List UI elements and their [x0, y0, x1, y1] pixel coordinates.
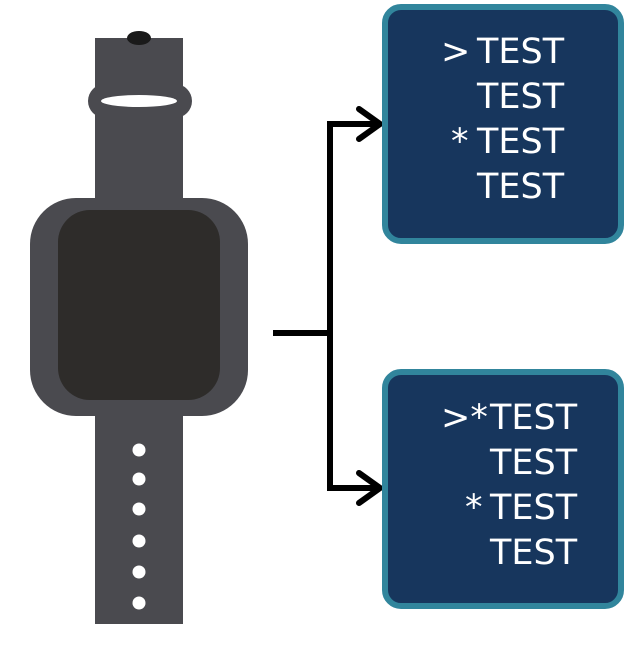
menu-panel-1-box [382, 4, 624, 244]
watch-strap-clasp [127, 31, 151, 45]
menu-2-line-3-label: TEST [489, 488, 578, 528]
strap-hole [132, 534, 146, 548]
watch-strap-keeper-hole [101, 95, 177, 107]
strap-hole [132, 443, 146, 457]
menu-1-line-1-label: TEST [476, 32, 565, 72]
strap-hole [132, 502, 146, 516]
menu-1-line-2-label: TEST [476, 77, 565, 117]
connector [273, 121, 378, 491]
strap-hole [132, 596, 146, 610]
menu-2-line-3-marker: * [465, 488, 483, 528]
menu-2-line-4-label: TEST [489, 533, 578, 573]
strap-hole [132, 565, 146, 579]
menu-2-line-2-label: TEST [489, 443, 578, 483]
watch-screen [58, 210, 220, 400]
arrow-head-top [356, 106, 383, 142]
menu-1-line-4-label: TEST [476, 167, 565, 207]
arrow-right-icon [356, 470, 383, 506]
menu-2-line-1-label: TEST [489, 398, 578, 438]
menu-panel-1: > TEST TEST * TEST TEST [382, 4, 624, 244]
menu-panel-2-box [382, 369, 624, 609]
watch-top-strap [95, 38, 183, 210]
arrow-right-icon [356, 106, 383, 142]
menu-1-line-3-marker: * [451, 122, 469, 162]
arrow-head-bottom [356, 470, 383, 506]
menu-1-line-3-label: TEST [476, 122, 565, 162]
smartwatch-icon [30, 31, 248, 624]
menu-2-line-1-marker: >* [441, 398, 488, 438]
menu-1-line-1-marker: > [441, 32, 470, 72]
strap-hole [132, 472, 146, 486]
menu-panel-2: >* TEST TEST * TEST TEST [382, 369, 624, 609]
